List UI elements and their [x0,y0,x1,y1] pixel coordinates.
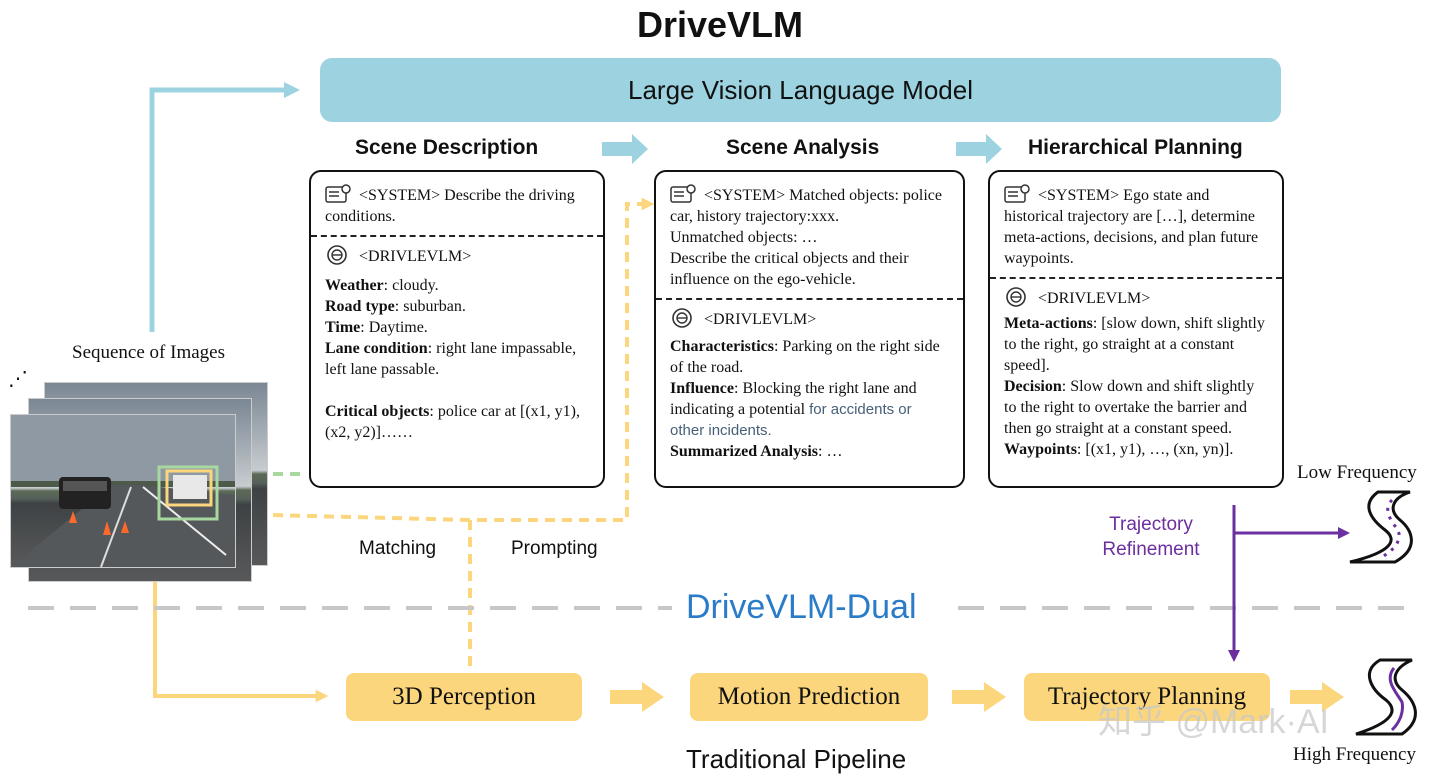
traditional-pipeline-label: Traditional Pipeline [686,744,907,774]
planning-system: <SYSTEM> Ego state and historical trajec… [990,172,1282,279]
ellipsis-mark: ⋰ [8,368,28,390]
road-icon-high-frequency [1355,658,1417,736]
system-prompt-text: <SYSTEM> Ego state and historical trajec… [1004,187,1259,267]
influence-key: Influence [670,380,734,397]
road-type-key: Road type [325,298,395,315]
scene-analysis-box: <SYSTEM> Matched objects: police car, hi… [654,170,965,488]
arrow-images-to-lvlm [149,81,301,332]
road-scene [11,415,235,567]
road-type-value: : suburban. [394,298,466,315]
time-key: Time [325,319,361,336]
arrow-matching-dashed [225,507,471,522]
time-value: : Daytime. [360,319,428,336]
arrow-motion-to-planning [952,682,1006,712]
meta-actions-key: Meta-actions [1004,315,1093,332]
diagram-title: DriveVLM [636,4,804,45]
arrow-description-to-analysis [602,134,648,164]
system-prompt-text: <SYSTEM> Describe the driving conditions… [325,187,575,225]
heading-scene-analysis: Scene Analysis [726,136,880,159]
low-frequency-label: Low Frequency [1297,462,1417,483]
scene-description-response: <DRIVLEVLM> Weather: cloudy. Road type: … [311,237,603,451]
planning-response: <DRIVLEVLM> Meta-actions: [slow down, sh… [990,279,1282,468]
weather-key: Weather [325,277,384,294]
motion-prediction-block: Motion Prediction [690,673,928,721]
agent-tag: <DRIVLEVLM> [704,311,817,328]
system-prompt-text: <SYSTEM> Matched objects: police car, hi… [670,187,943,225]
scene-description-system: <SYSTEM> Describe the driving conditions… [311,172,603,237]
agent-tag: <DRIVLEVLM> [1038,290,1151,307]
system-settings-icon [1004,184,1030,203]
describe-critical-text: Describe the critical objects and their … [670,250,909,288]
lvlm-bar: Large Vision Language Model [320,58,1281,122]
matching-label: Matching [359,538,437,559]
meta-actions-value: : [slow down, shift slightly to the righ… [1004,315,1265,374]
decision-key: Decision [1004,378,1062,395]
road-icon-low-frequency [1349,490,1413,564]
critical-objects-value: : police car at [(x1, y1), (x2, y2)]…… [325,403,581,441]
arrow-planning-to-output [1290,682,1344,712]
high-frequency-label: High Frequency [1293,744,1416,765]
steering-wheel-icon [327,245,347,265]
prompting-label: Prompting [511,538,598,559]
arrow-analysis-to-planning [956,134,1002,164]
scene-analysis-system: <SYSTEM> Matched objects: police car, hi… [656,172,963,300]
arrow-perception-to-motion [610,682,664,712]
waypoints-value: : [(x1, y1), …, (xn, yn)]. [1076,441,1234,458]
decision-value: : Slow down and shift slightly to the ri… [1004,378,1255,437]
lane-condition-key: Lane condition [325,340,428,357]
trajectory-refinement-label: Trajectory Refinement [1102,514,1200,560]
steering-wheel-icon [1006,287,1026,307]
heading-scene-description: Scene Description [355,136,539,159]
hierarchical-planning-box: <SYSTEM> Ego state and historical trajec… [988,170,1284,488]
arrow-images-to-perception [153,578,329,703]
lane-condition-value: : right lane impassable, left lane passa… [325,340,577,378]
watermark: 知乎 @Mark·AI [1098,703,1329,741]
drivevlm-dual-label: DriveVLM-Dual [686,588,917,626]
scene-analysis-response: <DRIVLEVLM> Characteristics: Parking on … [656,300,963,470]
image-frame-front [10,414,236,568]
weather-value: : cloudy. [383,277,439,294]
summarized-analysis-key: Summarized Analysis [670,443,819,460]
system-settings-icon [670,184,696,203]
heading-hierarchical-planning: Hierarchical Planning [1028,136,1243,159]
3d-perception-block: 3D Perception [346,673,582,721]
scene-description-box: <SYSTEM> Describe the driving conditions… [309,170,605,488]
characteristics-value: : Parking on the right side of the road. [670,338,940,376]
characteristics-key: Characteristics [670,338,774,355]
influence-value: : Blocking the right lane and indicating… [670,380,917,418]
critical-objects-key: Critical objects [325,403,430,420]
steering-wheel-icon [672,308,692,328]
sequence-label: Sequence of Images [72,342,225,363]
influence-tail: for accidents or other incidents. [670,401,912,439]
agent-tag: <DRIVLEVLM> [359,248,472,265]
trajectory-planning-block: Trajectory Planning [1024,673,1270,721]
unmatched-objects-text: Unmatched objects: … [670,229,818,246]
system-settings-icon [325,184,351,203]
summarized-analysis-value: : … [818,443,843,460]
waypoints-key: Waypoints [1004,441,1077,458]
